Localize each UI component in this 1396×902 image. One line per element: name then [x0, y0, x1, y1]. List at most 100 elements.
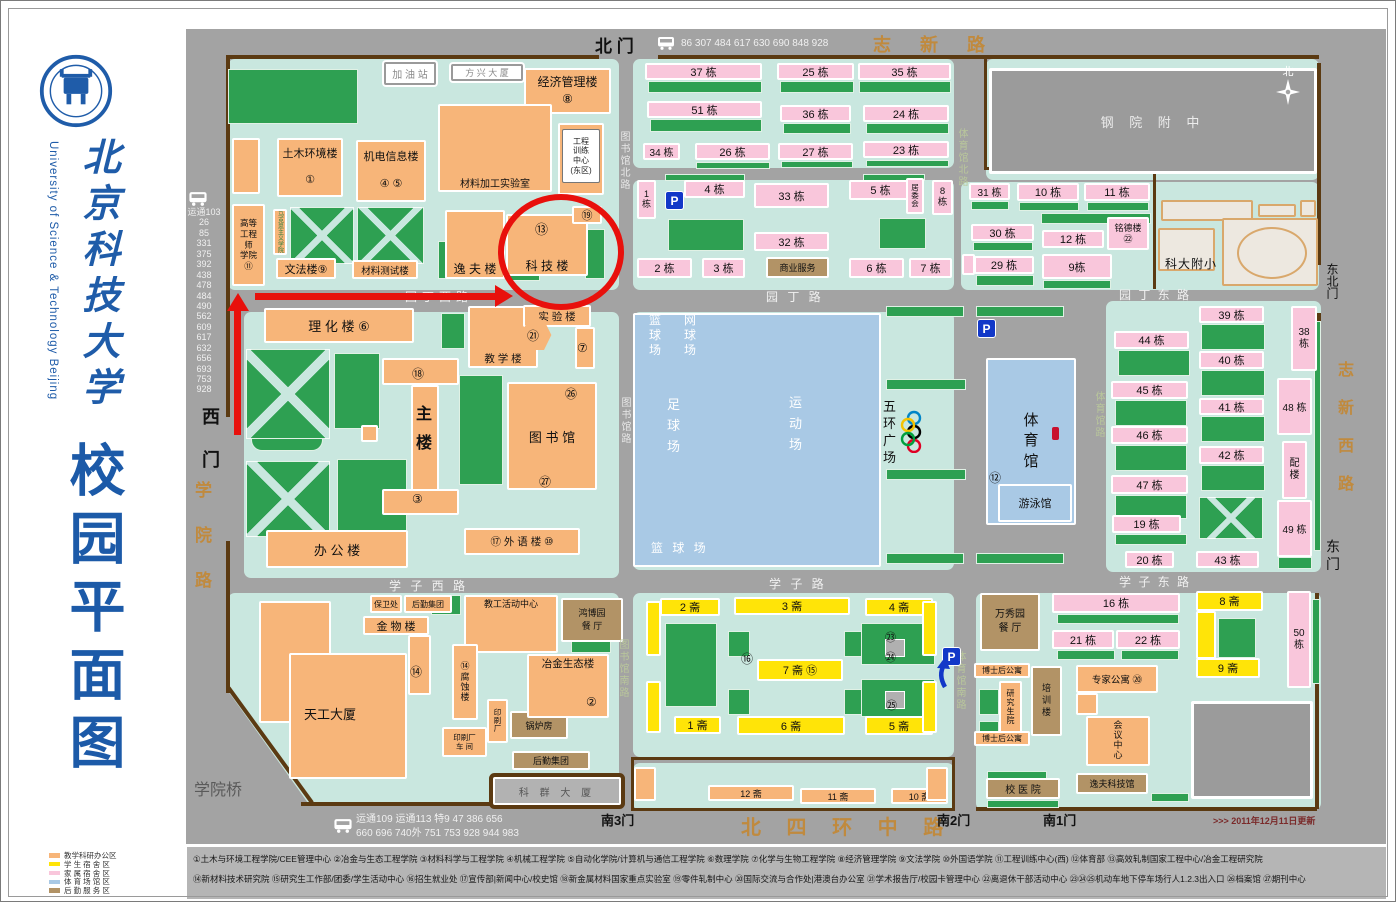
dorm-2: 2 栋	[637, 258, 692, 278]
lawn	[1151, 793, 1189, 802]
staff-activity-center-label: 教工活动中心	[483, 599, 538, 609]
dorm-zhai-10-label: 10 斋	[908, 791, 931, 802]
dorm-24: 24 栋	[863, 105, 949, 122]
legend-color-chip	[49, 870, 60, 876]
dorm-44: 44 栋	[1114, 331, 1189, 349]
commercial-service: 商业服务	[766, 257, 829, 278]
conference-center-label: 会 议 中 心	[1113, 720, 1123, 760]
dorm-zhai-11: 11 斋	[800, 788, 876, 804]
lawn	[1218, 618, 1256, 658]
postdoc-apartment: 博士后公寓	[974, 731, 1030, 746]
teaching-bld-label: 教 学 楼	[484, 353, 522, 365]
dorm-8: 8 栋	[932, 180, 953, 215]
lawn	[973, 242, 1033, 251]
map-text: 运通109 运通113 特9 47 386 656 660 696 740外 7…	[356, 814, 519, 839]
dorm-50: 50 栋	[1287, 591, 1311, 688]
jinwu-bld-leg	[408, 635, 431, 695]
wanxiuyuan-restaurant: 万秀园 餐 厅	[980, 593, 1040, 651]
map-text: ㉑	[527, 329, 540, 343]
marxism-school-label: 马克思主义学院	[276, 211, 283, 253]
lawn	[1201, 370, 1265, 396]
expert-apartment-label: 专家公寓 ⑳	[1091, 675, 1143, 686]
expert-apartment-leg	[1076, 693, 1098, 715]
boiler-room-label: 锅炉房	[525, 720, 553, 731]
lawn	[781, 161, 853, 168]
bus-stop-icon	[189, 192, 207, 206]
dorm-40-label: 40 栋	[1218, 355, 1245, 367]
legend-color-chip	[49, 853, 60, 858]
lawn	[1087, 202, 1149, 211]
dorm-46-label: 46 栋	[1136, 430, 1163, 442]
compass-north-icon: 北	[1276, 65, 1300, 105]
dorm-zhai-12-label: 12 斋	[740, 788, 762, 799]
lawn	[337, 459, 407, 531]
print-shop: 印 刷 厂	[487, 699, 508, 743]
lawn	[665, 623, 717, 707]
graduate-school-label: 研 究 生 院	[1006, 688, 1015, 726]
corrosion-bld: ⑭ 腐 蚀 楼	[452, 644, 478, 720]
campus-boundary	[984, 58, 987, 170]
university-name-chinese: 北京科技大学	[76, 137, 121, 413]
parking-icon: P	[977, 319, 996, 338]
neighborhood-committee-label: 居 委 会	[911, 182, 919, 209]
office-bld-label: 办 公 楼	[313, 542, 361, 558]
campus-boundary	[226, 541, 230, 693]
materials-processing-lab-label: 材料加工实验室	[460, 179, 530, 190]
map-text: ③	[412, 492, 423, 506]
print-workshop: 印刷厂 车 间	[442, 727, 487, 757]
lawn	[886, 553, 964, 564]
lawn	[696, 162, 770, 169]
map-text: 学 子 西 路	[389, 579, 469, 593]
underground-parking-exit	[885, 691, 905, 709]
map-text: 图书馆北路	[618, 131, 629, 191]
primary-school-building	[1161, 200, 1253, 221]
gangyuan-middle-school-label: 钢 院 附 中	[1100, 114, 1206, 130]
map-text: 志 新 路	[873, 35, 998, 55]
legend-item: 学 生 宿 舍 区	[49, 860, 117, 869]
dorm-zhai-7: 7 斋 ⑮	[757, 659, 843, 681]
map-text: ㉗	[539, 475, 552, 489]
lawn	[1115, 534, 1187, 545]
south-strip-annex	[926, 767, 948, 801]
lawn	[783, 123, 851, 134]
dorm-29-annex	[962, 254, 975, 275]
map-text: 科大附小	[1165, 257, 1218, 271]
eng-training-center-east-label-label: 工程 训练 中心 (东区)	[570, 136, 592, 175]
map-text: 北 门	[595, 37, 634, 56]
dorm-1-label: 1 栋	[641, 188, 651, 209]
main-bld-top	[382, 358, 459, 385]
dorm-47: 47 栋	[1111, 475, 1188, 494]
dorm-zhai-2: 2 斋	[660, 598, 720, 616]
lawn	[1118, 350, 1190, 376]
materials-testing-bld: 材料测试楼	[352, 260, 418, 279]
lihua-bld-label: 理 化 楼 ⑥	[308, 319, 370, 334]
map-text: 图书馆路	[619, 397, 630, 445]
expert-apartment: 专家公寓 ⑳	[1076, 665, 1158, 693]
lawn	[668, 219, 744, 251]
page-title: 校园平面图	[62, 441, 125, 781]
beijing-2008-logo	[1052, 427, 1059, 440]
materials-processing-lab: 材料加工实验室	[438, 104, 552, 192]
dorm-38-label: 38 栋	[1298, 326, 1310, 350]
garden-with-paths	[290, 207, 354, 264]
peilou-bld: 配 楼	[1282, 441, 1307, 499]
materials-testing-bld-label: 材料测试楼	[361, 265, 409, 277]
legend-label: 家 属 宿 舍 区	[64, 868, 110, 878]
dorm-19-label: 19 栋	[1133, 519, 1160, 531]
dorm-42-label: 42 栋	[1218, 450, 1245, 462]
library-bld: 图 书 馆	[507, 382, 597, 490]
map-text: 志新西路	[1335, 361, 1352, 513]
lawn	[441, 313, 465, 349]
map-text: 五 环 广 场	[883, 399, 897, 465]
experiment-bld-label: 实 验 楼	[538, 310, 576, 323]
mech-info-bld-label: 机电信息楼 ④ ⑤	[363, 151, 419, 190]
yifu-science-museum-label: 逸夫科技馆	[1089, 779, 1135, 789]
map-text: ㉕	[886, 700, 897, 712]
lawn	[1057, 614, 1179, 624]
lawn	[859, 81, 951, 93]
lawn	[1115, 445, 1187, 471]
garden-with-paths	[357, 207, 424, 264]
legend-color-chip	[49, 879, 60, 885]
office-bld: 办 公 楼	[266, 530, 408, 568]
